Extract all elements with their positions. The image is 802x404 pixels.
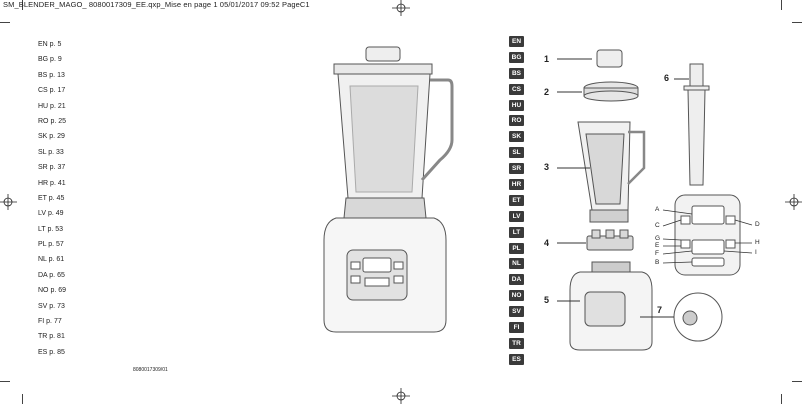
toc-entry-es: ES p. 85 (38, 348, 65, 356)
toc-entry-bg: BG p. 9 (38, 56, 62, 64)
trim-mark-right-top (792, 22, 802, 23)
tab-ro[interactable]: RO (509, 115, 524, 127)
panel-label-i: I (755, 249, 757, 256)
tab-sr[interactable]: SR (509, 163, 524, 175)
toc-entry-hu: HU p. 21 (38, 102, 66, 110)
part-6-tamper (683, 63, 710, 186)
part-number-5: 5 (544, 295, 550, 305)
panel-label-c: C (655, 222, 660, 229)
tab-lv[interactable]: LV (509, 210, 524, 222)
panel-label-b: B (655, 259, 660, 266)
trim-mark-bottom-left (22, 394, 23, 404)
registration-mark-top (392, 0, 410, 16)
toc-entry-lv: LV p. 49 (38, 210, 64, 218)
toc-entry-cs: CS p. 17 (38, 87, 66, 95)
toc-entry-sv: SV p. 73 (38, 302, 65, 310)
part-number-3: 3 (544, 162, 550, 172)
part-number-1: 1 (544, 54, 550, 64)
control-panel-detail (662, 194, 753, 276)
tab-pl[interactable]: PL (509, 242, 524, 254)
language-page-index: EN p. 5 BG p. 9 BS p. 13 CS p. 17 HU p. … (38, 37, 66, 360)
trim-mark-top-left (22, 0, 23, 10)
panel-label-e: E (655, 242, 660, 249)
toc-entry-sk: SK p. 29 (38, 133, 65, 141)
product-code: 8080017309/01 (133, 367, 168, 373)
part-number-7: 7 (657, 305, 663, 315)
part-4-blade-coupling (586, 229, 634, 251)
trim-mark-right-bottom (792, 381, 802, 382)
panel-label-d: D (755, 221, 760, 228)
tab-en[interactable]: EN (509, 36, 524, 47)
trim-mark-left-top (0, 22, 10, 23)
tab-no[interactable]: NO (509, 290, 524, 302)
panel-label-a: A (655, 206, 660, 213)
toc-entry-lt: LT p. 53 (38, 225, 64, 233)
tab-sk[interactable]: SK (509, 131, 524, 143)
trim-mark-top-right (781, 0, 782, 10)
large-blender-drawing (323, 46, 454, 333)
file-header: SM_BLENDER_MAGO_ 8080017309_EE.qxp_Mise … (3, 0, 310, 9)
toc-entry-tr: TR p. 81 (38, 333, 65, 341)
tab-hu[interactable]: HU (509, 99, 524, 111)
part-5-motor-base (569, 261, 653, 351)
part-2-lid (583, 81, 639, 102)
tab-es[interactable]: ES (509, 353, 524, 365)
part-3-jug (577, 121, 646, 223)
part-7-detail (640, 292, 723, 342)
toc-entry-bs: BS p. 13 (38, 71, 65, 79)
tab-bs[interactable]: BS (509, 67, 524, 79)
toc-entry-fi: FI p. 77 (38, 318, 62, 326)
toc-entry-pl: PL p. 57 (38, 241, 64, 249)
panel-label-h: H (755, 239, 760, 246)
registration-mark-left (0, 194, 17, 210)
trim-mark-bottom-right (781, 394, 782, 404)
part-number-6: 6 (664, 73, 670, 83)
tab-et[interactable]: ET (509, 194, 524, 206)
toc-entry-ro: RO p. 25 (38, 117, 67, 125)
tab-nl[interactable]: NL (509, 258, 524, 270)
tab-da[interactable]: DA (509, 274, 524, 286)
panel-label-f: F (655, 250, 659, 257)
tab-cs[interactable]: CS (509, 83, 524, 95)
panel-label-g: G (655, 235, 661, 242)
part-number-4: 4 (544, 238, 550, 248)
toc-entry-sl: SL p. 33 (38, 148, 64, 156)
language-tabs: EN BG BS CS HU RO SK SL SR HR ET LV LT P… (509, 36, 524, 370)
toc-entry-en: EN p. 5 (38, 41, 62, 48)
part-1-measuring-cap (596, 49, 623, 68)
trim-mark-left-bottom (0, 381, 10, 382)
part-number-2: 2 (544, 87, 550, 97)
tab-sv[interactable]: SV (509, 306, 524, 318)
registration-mark-right (785, 194, 802, 210)
toc-entry-no: NO p. 69 (38, 287, 67, 295)
toc-entry-da: DA p. 65 (38, 271, 65, 279)
toc-entry-sr: SR p. 37 (38, 164, 66, 172)
toc-entry-hr: HR p. 41 (38, 179, 66, 187)
tab-hr[interactable]: HR (509, 179, 524, 191)
tab-bg[interactable]: BG (509, 51, 524, 63)
tab-fi[interactable]: FI (509, 322, 524, 334)
tab-lt[interactable]: LT (509, 226, 524, 238)
toc-entry-nl: NL p. 61 (38, 256, 65, 264)
tab-sl[interactable]: SL (509, 147, 524, 159)
registration-mark-bottom (392, 388, 410, 404)
toc-entry-et: ET p. 45 (38, 194, 65, 202)
tab-tr[interactable]: TR (509, 337, 524, 349)
